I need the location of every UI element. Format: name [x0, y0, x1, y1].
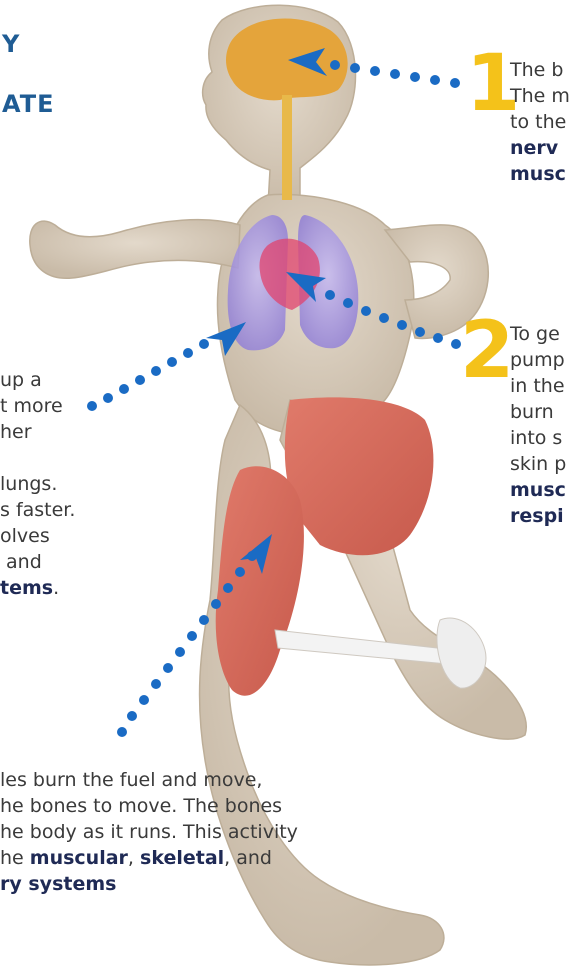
spinal-cord: [282, 95, 292, 200]
left-text-line-2: t more: [0, 394, 63, 418]
callout-1-line-4: nerv: [510, 136, 558, 160]
left-text-line-1: up a: [0, 368, 42, 392]
left-text-bold-term: tems: [0, 577, 53, 599]
left-text-line-7: olves: [0, 524, 50, 548]
bottom-text-line-4-pre: he: [0, 847, 30, 869]
bottom-text-term-muscular: muscular: [30, 847, 128, 869]
bottom-text-line-4-post: , and: [224, 847, 272, 869]
callout-1-line-2: The m: [510, 84, 570, 108]
left-text-line-3: her: [0, 420, 32, 444]
step-number-2: 2: [460, 312, 514, 390]
dotted-arrow-lungs: [87, 322, 246, 411]
callout-2-line-3: in the: [510, 374, 565, 398]
callout-2-line-6: skin p: [510, 452, 566, 476]
bottom-text-line-4: he muscular, skeletal, and: [0, 846, 272, 870]
bottom-text-line-2: he bones to move. The bones: [0, 794, 282, 818]
left-text-tail: .: [53, 577, 59, 599]
left-text-line-9: tems.: [0, 576, 59, 600]
left-text-line-8: and: [0, 550, 42, 574]
callout-1-line-1: The b: [510, 58, 563, 82]
callout-2-line-5: into s: [510, 426, 562, 450]
bottom-text-line-5: ry systems: [0, 872, 116, 896]
callout-1-line-3: to the: [510, 110, 566, 134]
left-text-line-6: s faster.: [0, 498, 75, 522]
bottom-text-term-skeletal: skeletal: [140, 847, 224, 869]
runner-left-arm: [30, 220, 240, 279]
callout-2-line-7: musc: [510, 478, 566, 502]
title-line-1: Y: [2, 30, 20, 58]
callout-2-line-1: To ge: [510, 322, 560, 346]
bottom-text-line-4-mid: ,: [128, 847, 140, 869]
left-text-line-5: lungs.: [0, 472, 57, 496]
title-line-2: ATE: [2, 90, 54, 118]
callout-2-line-4: burn: [510, 400, 554, 424]
callout-1-line-5: musc: [510, 162, 566, 186]
bottom-text-line-3: he body as it runs. This activity: [0, 820, 298, 844]
callout-2-line-2: pump: [510, 348, 565, 372]
bottom-text-line-1: les burn the fuel and move,: [0, 768, 262, 792]
callout-2-line-8: respi: [510, 504, 564, 528]
